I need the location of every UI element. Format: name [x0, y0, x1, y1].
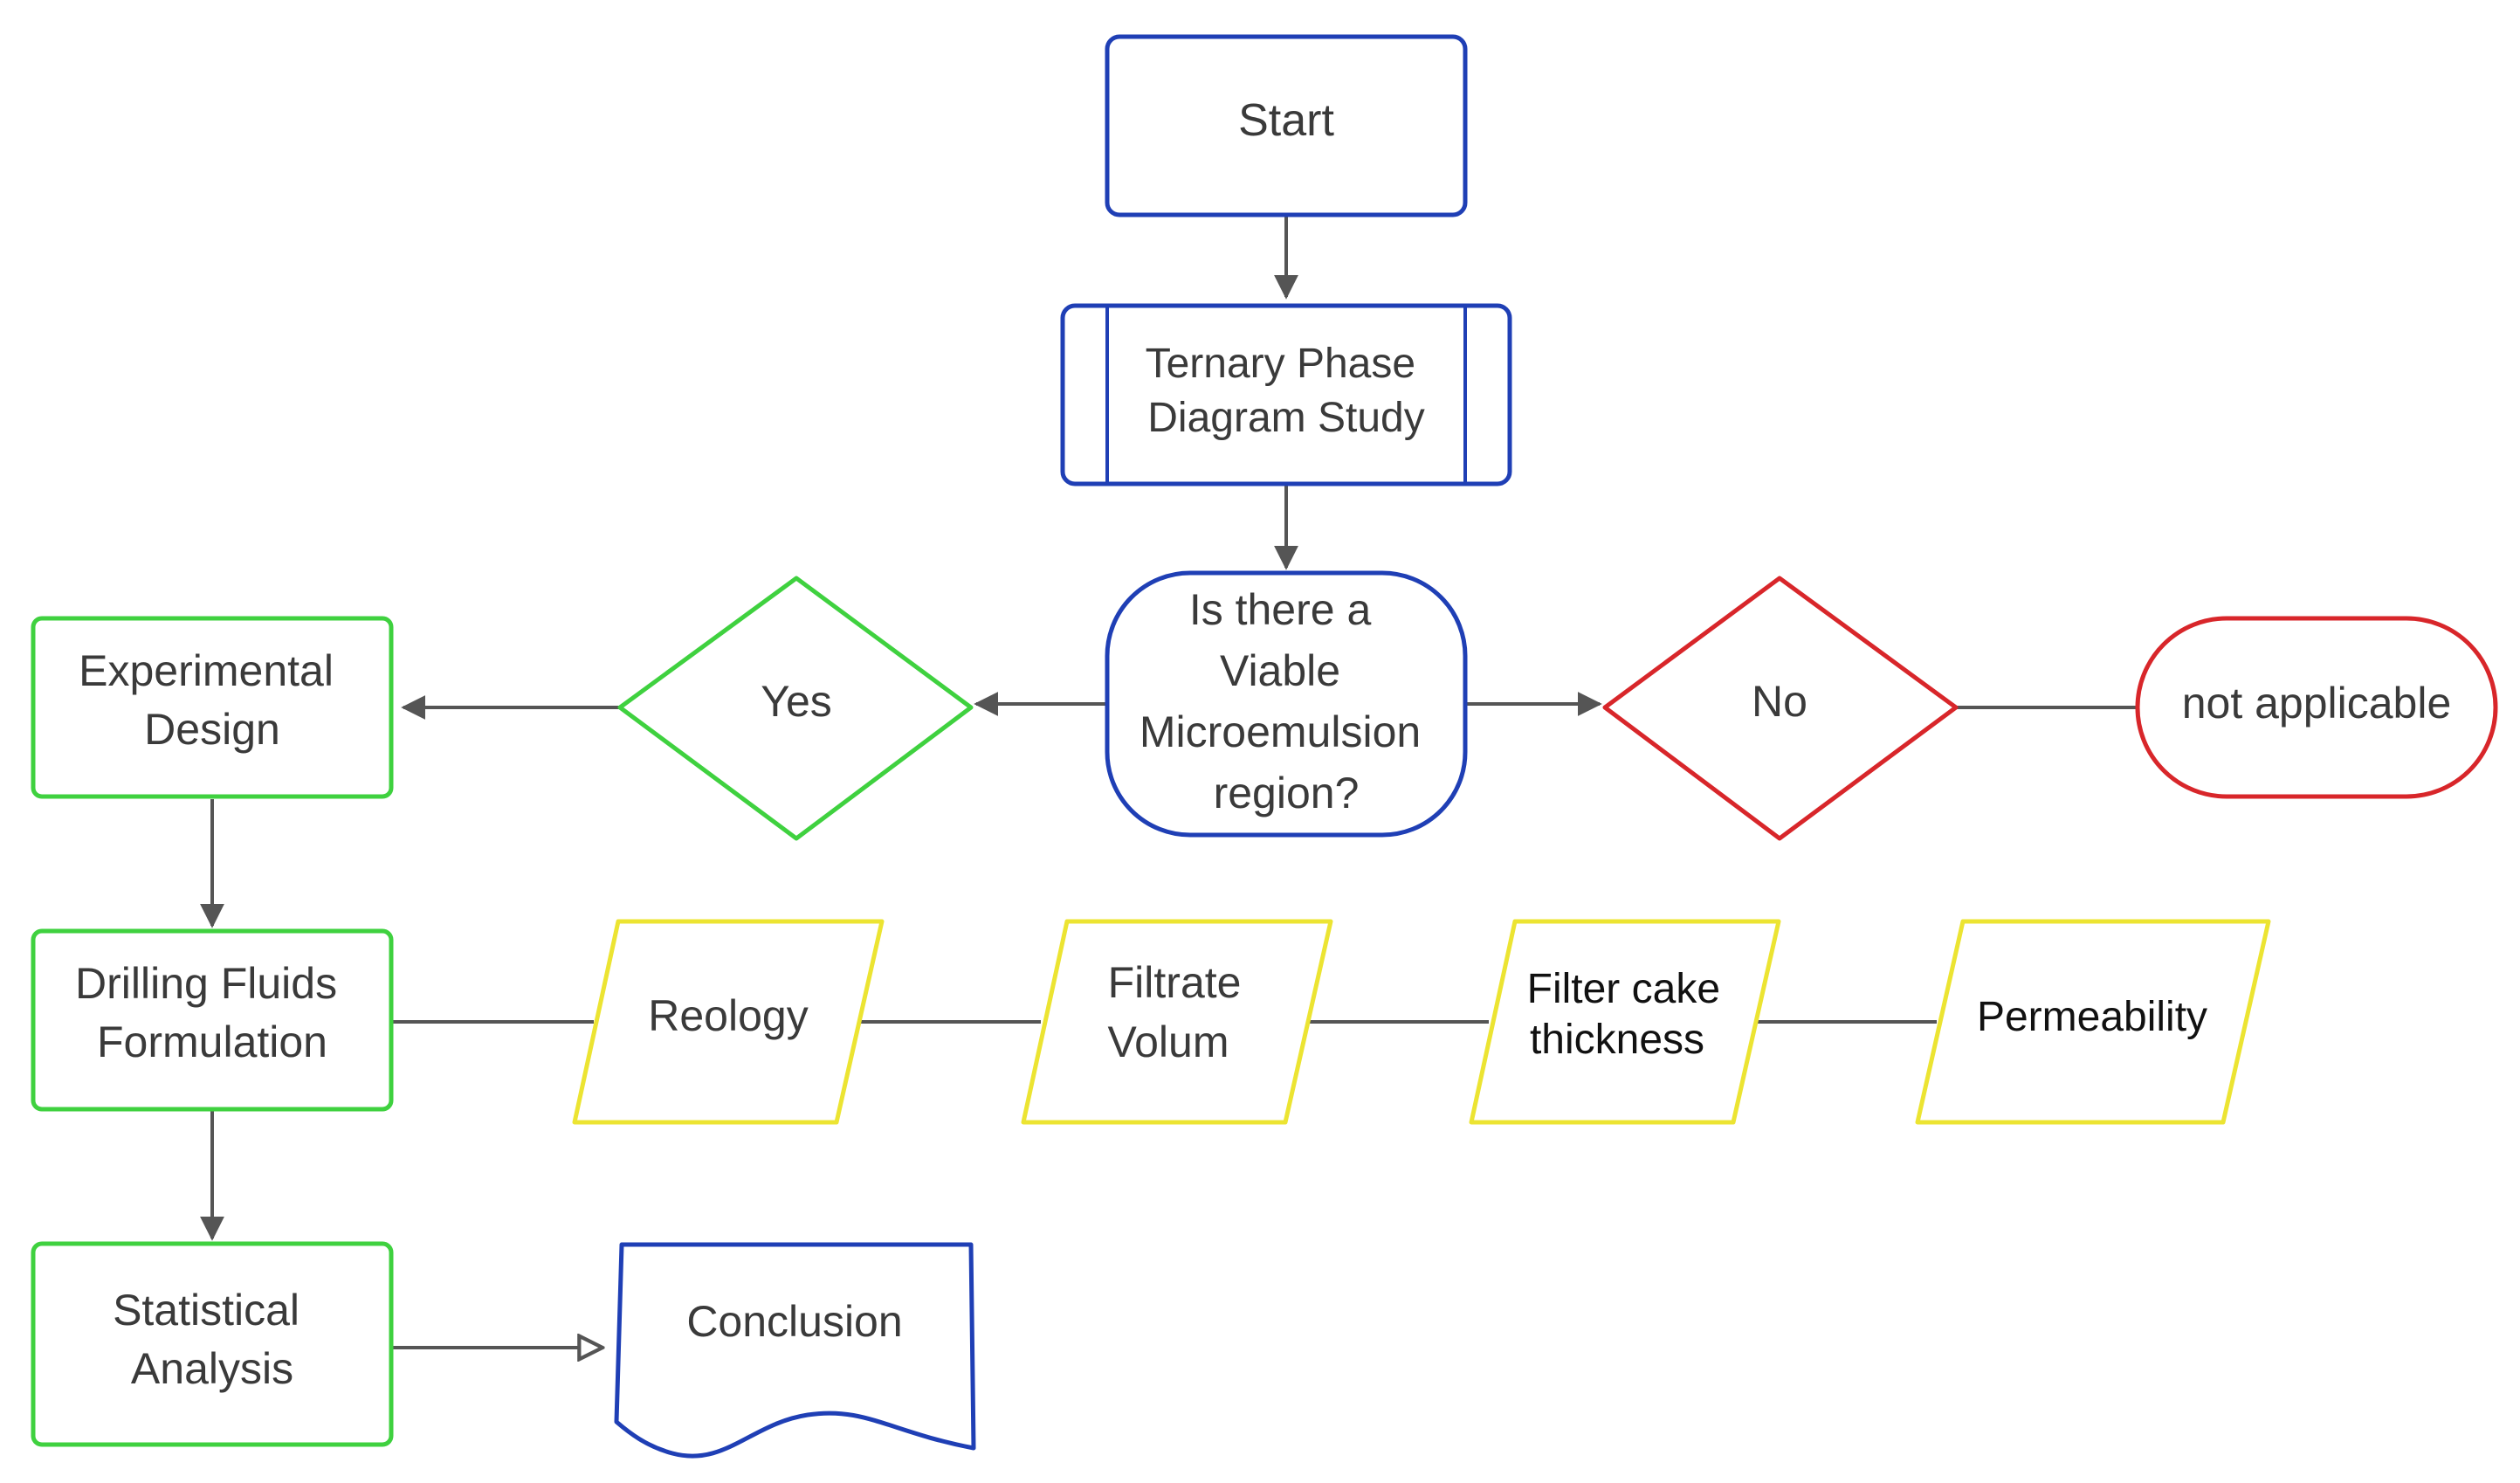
- yes-diamond: [617, 576, 974, 841]
- start-node: Start: [1105, 34, 1468, 217]
- permeability-node: Permeability: [1915, 919, 2271, 1125]
- experimental-node: Experimental Design: [31, 616, 394, 799]
- not-applicable-node: not applicable: [2135, 616, 2498, 799]
- filtrate-label: Filtrate Volum: [1108, 958, 1254, 1066]
- ternary-label: Ternary Phase Diagram Study: [1146, 341, 1428, 441]
- no-label: No: [1752, 677, 1807, 726]
- start-box: [1105, 34, 1468, 217]
- filter-cake-shape: [1469, 919, 1781, 1125]
- permeability-label: Permeability: [1977, 994, 2207, 1040]
- drilling-node: Drilling Fluids Formulation: [31, 928, 394, 1112]
- filter-cake-label: Filter cake thickness: [1527, 966, 1732, 1063]
- conclusion-document: [614, 1242, 976, 1459]
- statistical-node: Statistical Analysis: [31, 1241, 394, 1447]
- no-diamond: [1602, 576, 1959, 841]
- filtrate-node: Filtrate Volum: [1021, 919, 1333, 1125]
- decision-box: [1105, 570, 1468, 838]
- statistical-box: [31, 1241, 394, 1447]
- yes-node: Yes: [617, 576, 974, 841]
- decision-node: Is there a Viable Microemulsion region?: [1105, 570, 1468, 838]
- connectors: [200, 217, 2138, 1348]
- experimental-label: Experimental Design: [79, 646, 346, 754]
- drilling-label: Drilling Fluids Formulation: [75, 959, 349, 1066]
- reology-label: Reology: [648, 991, 808, 1040]
- experimental-box: [31, 616, 394, 799]
- no-node: No: [1602, 576, 1959, 841]
- filter-cake-node: Filter cake thickness: [1469, 919, 1781, 1125]
- statistical-label: Statistical Analysis: [113, 1286, 312, 1393]
- ternary-node: Ternary Phase Diagram Study: [1060, 303, 1512, 486]
- reology-node: Reology: [572, 919, 885, 1125]
- reology-shape: [572, 919, 885, 1125]
- not-applicable-terminal: [2135, 616, 2498, 799]
- conclusion-label: Conclusion: [686, 1297, 902, 1346]
- filtrate-shape: [1021, 919, 1333, 1125]
- ternary-box: [1060, 303, 1512, 486]
- decision-label: Is there a Viable Microemulsion region?: [1140, 585, 1433, 817]
- yes-label: Yes: [761, 677, 832, 726]
- permeability-shape: [1915, 919, 2271, 1125]
- drilling-box: [31, 928, 394, 1112]
- start-label: Start: [1238, 95, 1334, 146]
- conclusion-node: Conclusion: [614, 1242, 976, 1459]
- not-applicable-label: not applicable: [2182, 679, 2452, 728]
